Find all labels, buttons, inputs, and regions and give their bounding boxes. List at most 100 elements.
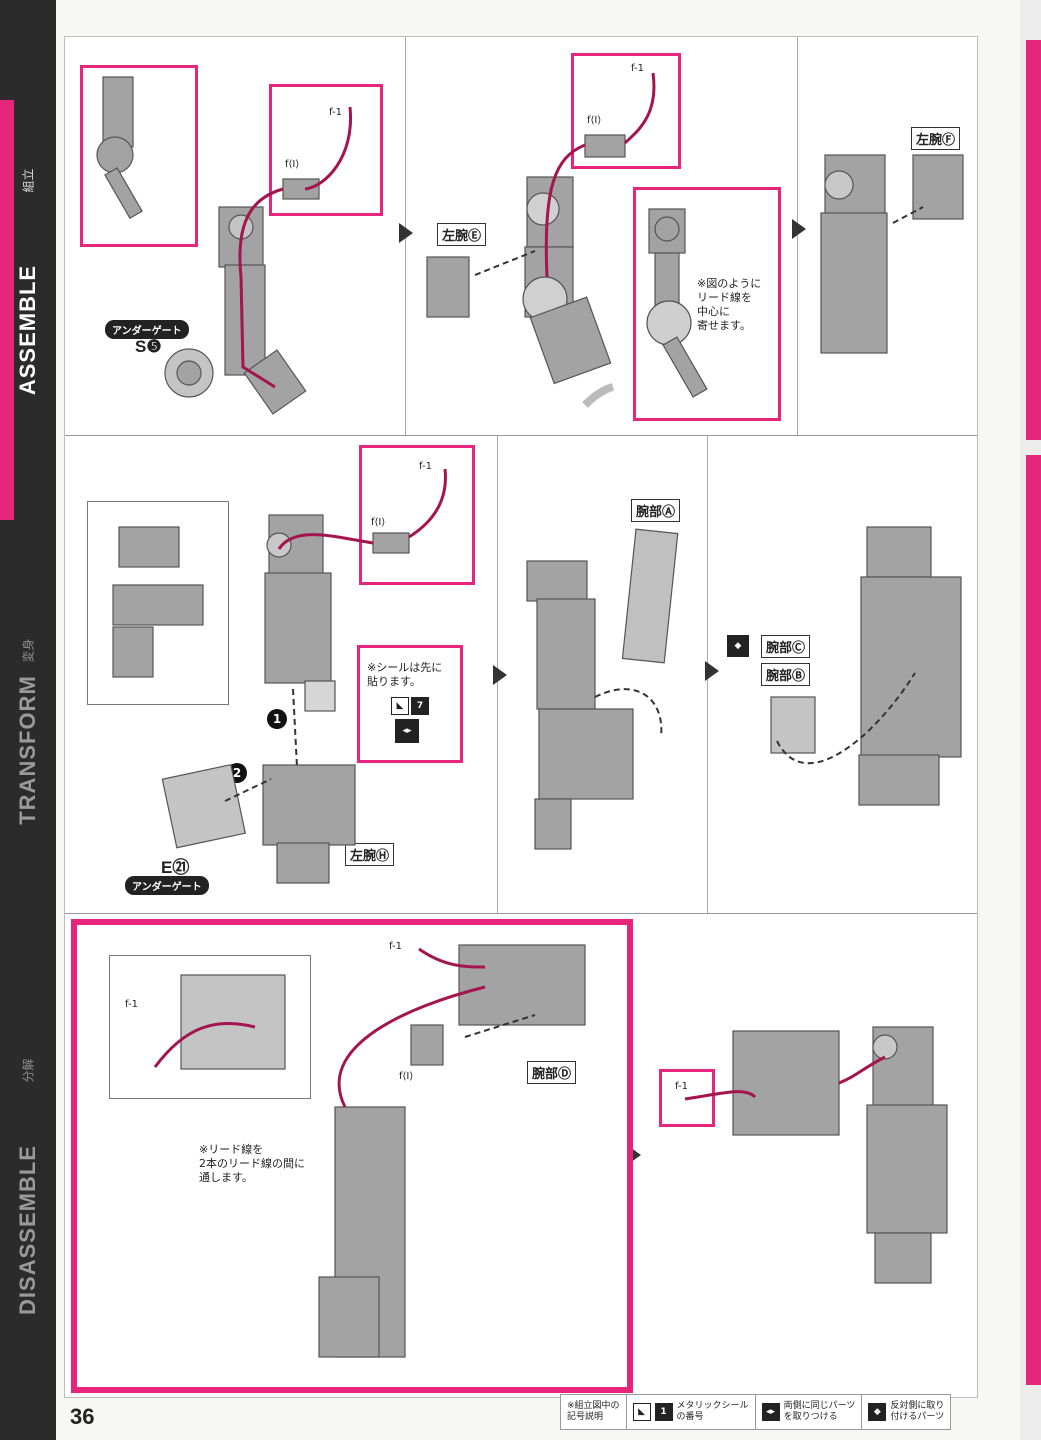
arm-panel-part	[621, 528, 679, 664]
detail-part	[646, 208, 708, 398]
small-panel-part	[770, 696, 816, 754]
cable-end-label: f-1	[125, 999, 138, 1010]
sticker-callout	[357, 645, 463, 763]
arm-detail-part	[96, 76, 143, 220]
cable-end-label: f-1	[419, 461, 432, 472]
connector-label: f⟨I⟩	[399, 1071, 414, 1082]
legend-title: ※組立図中の 記号説明	[561, 1395, 627, 1429]
assembly-guide	[892, 206, 924, 224]
assembly-guide	[464, 1014, 536, 1038]
lead-wire	[277, 533, 374, 550]
arm-part	[318, 1106, 406, 1358]
lead-wire	[623, 72, 656, 145]
detail-part	[112, 526, 204, 678]
cable-note: ※図のように リード線を 中心に 寄せます。	[697, 277, 762, 332]
legend-metal-sticker: ◣ 1 メタリックシール の番号	[627, 1395, 756, 1429]
lead-wire	[238, 187, 284, 389]
symbol-legend: ※組立図中の 記号説明 ◣ 1 メタリックシール の番号 ◂▸ 両側に同じパーツ…	[560, 1394, 952, 1430]
both-sides-icon: ◂▸	[761, 1403, 780, 1421]
lead-wire	[684, 1090, 757, 1101]
sidebar-label-disassemble: DISASSEMBLE	[15, 1145, 41, 1315]
arm-part	[820, 154, 888, 354]
sidebar-label-assemble: ASSEMBLE	[15, 264, 40, 396]
sticker-icon: ◣	[632, 1403, 651, 1421]
cable-note: ※リード線を 2本のリード線の間に 通します。	[199, 1143, 305, 1184]
legend-metal-sticker-text: メタリックシール の番号	[676, 1401, 749, 1422]
cable-end-label: f-1	[329, 107, 342, 118]
part-label: 腕部Ⓐ	[631, 499, 681, 522]
connector-part	[282, 178, 320, 200]
lead-wire	[544, 143, 586, 278]
legend-both-sides-text: 両側に同じパーツ を取りつける	[783, 1401, 856, 1422]
connector-label: f⟨I⟩	[587, 115, 602, 126]
sidebar-label-disassemble-jp: 分解	[21, 1057, 36, 1083]
next-page-accent	[1026, 455, 1041, 1385]
sticker-number: 1	[654, 1403, 673, 1421]
shoulder-part	[732, 1030, 840, 1136]
connector-label: f⟨I⟩	[371, 517, 386, 528]
assembly-guide	[594, 688, 663, 738]
part-label-b: 腕部Ⓑ	[761, 663, 811, 686]
under-gate-tag: アンダーゲート	[105, 320, 189, 339]
sidebar-label-transform-jp: 変身	[21, 637, 36, 663]
arm-part	[526, 560, 634, 850]
instruction-board: f-1 f⟨I⟩ アンダーゲート S❺ f-1 f⟨I⟩ 左腕Ⓔ ※図のように …	[64, 36, 978, 1398]
legend-both-sides: ◂▸ 両側に同じパーツ を取りつける	[756, 1395, 863, 1429]
cable-end-callout	[659, 1069, 715, 1127]
detail-part	[180, 974, 286, 1070]
assembly-guide	[292, 688, 298, 768]
part-label: 左腕Ⓗ	[345, 843, 395, 866]
connector-callout	[359, 445, 475, 585]
sidebar-accent-stripe	[0, 100, 14, 520]
page-number: 36	[70, 1404, 95, 1429]
part-number: E㉑	[161, 858, 190, 877]
lead-wire	[304, 106, 353, 191]
cable-end-label: f-1	[631, 63, 644, 74]
next-step-arrow	[399, 223, 413, 243]
part-label: 左腕Ⓔ	[437, 223, 487, 246]
legend-opposite-side-text: 反対側に取り 付けるパーツ	[890, 1401, 945, 1422]
arm-cover-part	[458, 944, 586, 1026]
next-page-edge	[1020, 0, 1041, 1440]
sticker-number: 7	[411, 697, 429, 715]
sticker-note: ※シールは先に 貼ります。	[367, 661, 443, 688]
next-step-arrow	[493, 665, 507, 685]
both-sides-icon: ◂▸	[395, 719, 419, 743]
cable-end-label: f-1	[389, 941, 402, 952]
cable-end-label: f-1	[675, 1081, 688, 1092]
metal-sticker-icon: ◣	[391, 697, 409, 715]
arm-part	[858, 526, 962, 806]
arm-part	[522, 176, 612, 385]
connector-part	[410, 1024, 444, 1066]
part-number: S❺	[135, 337, 162, 356]
part-label-c: 腕部Ⓒ	[761, 635, 811, 658]
sidebar-label-assemble-jp: 組立	[21, 167, 36, 193]
next-step-arrow	[705, 661, 719, 681]
row-divider	[65, 913, 977, 914]
arm-part	[218, 206, 307, 415]
next-step-arrow	[792, 219, 806, 239]
connector-label: f⟨I⟩	[285, 159, 300, 170]
row-divider	[65, 435, 977, 436]
assembly-guide	[776, 672, 916, 764]
connector-part	[584, 134, 626, 158]
opposite-side-icon: ◆	[868, 1403, 887, 1421]
part-label: 左腕Ⓕ	[911, 127, 961, 150]
connector-part	[372, 532, 410, 554]
assembly-guide	[224, 778, 272, 802]
legend-opposite-side: ◆ 反対側に取り 付けるパーツ	[862, 1395, 950, 1429]
rotate-arrow	[582, 383, 615, 408]
sidebar: ASSEMBLE 組立 TRANSFORM 変身 DISASSEMBLE 分解	[0, 0, 56, 1440]
assembly-artwork	[96, 72, 964, 1358]
arm-part	[262, 514, 356, 884]
lead-wire	[418, 947, 486, 969]
next-page-accent	[1026, 40, 1041, 440]
highlighted-step-frame	[71, 919, 633, 1393]
lead-wire	[408, 468, 447, 539]
arm-cover-part	[426, 256, 470, 318]
lead-wire	[337, 985, 486, 1108]
lead-wire	[838, 1055, 886, 1085]
assembly-guide	[474, 250, 536, 276]
under-gate-tag: アンダーゲート	[125, 876, 209, 895]
round-part	[164, 348, 214, 398]
